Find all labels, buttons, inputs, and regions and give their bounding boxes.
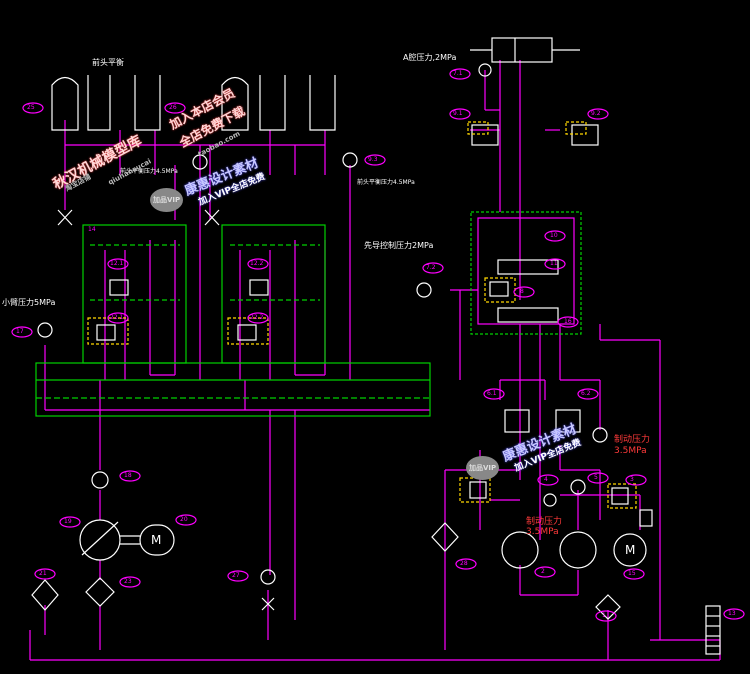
tag-13: 13 — [728, 610, 736, 617]
tag-3: 3 — [630, 476, 634, 483]
tag-1: 1 — [602, 612, 606, 619]
motor-left-symbol: M — [151, 533, 162, 547]
tag-15: 15 — [628, 570, 636, 577]
tag-28: 28 — [460, 560, 468, 567]
label-left-gauge-a: 前头平衡压力4.5MPa — [120, 168, 178, 175]
label-brake-pressure-1-value: 3.5MPa — [614, 446, 647, 456]
tag-ellipses — [11, 68, 745, 622]
tag-9-1: 9.1 — [453, 110, 463, 117]
tag-8: 8 — [520, 288, 524, 295]
tag-23: 23 — [124, 578, 132, 585]
hydraulic-lines — [29, 60, 721, 661]
tag-2: 2 — [541, 568, 545, 575]
label-brake-pressure-1: 制动压力 — [614, 435, 651, 445]
components — [31, 37, 721, 655]
tag-18: 18 — [124, 472, 132, 479]
tag-7-2: 7.2 — [426, 264, 436, 271]
tag-5: 5 — [594, 474, 598, 481]
tag-9-3: 9.3 — [368, 156, 378, 163]
label-brake-pressure-2: 制动压力 — [526, 517, 563, 527]
tag-14: 14 — [88, 226, 96, 233]
label-top-left-title: 前头平衡 — [92, 58, 124, 67]
tag-12-2: 12.2 — [250, 260, 264, 267]
motor-right-symbol: M — [625, 543, 636, 557]
tag-27: 27 — [232, 572, 240, 579]
tag-16: 16 — [564, 318, 572, 325]
tag-12-1: 12.1 — [110, 260, 124, 267]
tag-4: 4 — [544, 476, 548, 483]
tag-19: 19 — [64, 518, 72, 525]
tag-26: 26 — [169, 104, 177, 111]
tag-6-2: 6.2 — [581, 390, 591, 397]
tag-25: 25 — [27, 104, 35, 111]
tag-22-2: 22.2 — [250, 314, 264, 321]
tag-11: 11 — [550, 260, 558, 267]
label-brake-pressure-2-value: 3.5MPa — [526, 527, 559, 537]
label-a-pressure: A腔压力,2MPa — [403, 53, 457, 62]
tag-22-1: 22.1 — [110, 314, 124, 321]
label-pilot-pressure: 先导控制压力2MPa — [364, 241, 434, 250]
label-left-side-pressure: 小臂压力5MPa — [2, 298, 56, 307]
tag-21: 21 — [39, 570, 47, 577]
label-left-gauge-b: 前头平衡压力4.5MPa — [357, 179, 415, 186]
tag-9-2: 9.2 — [591, 110, 601, 117]
tag-10: 10 — [550, 232, 558, 239]
tag-7-1: 7.1 — [453, 70, 463, 77]
frame-lines — [35, 211, 582, 417]
tag-20: 20 — [180, 516, 188, 523]
tag-17: 17 — [16, 328, 24, 335]
tag-6-1: 6.1 — [487, 390, 497, 397]
